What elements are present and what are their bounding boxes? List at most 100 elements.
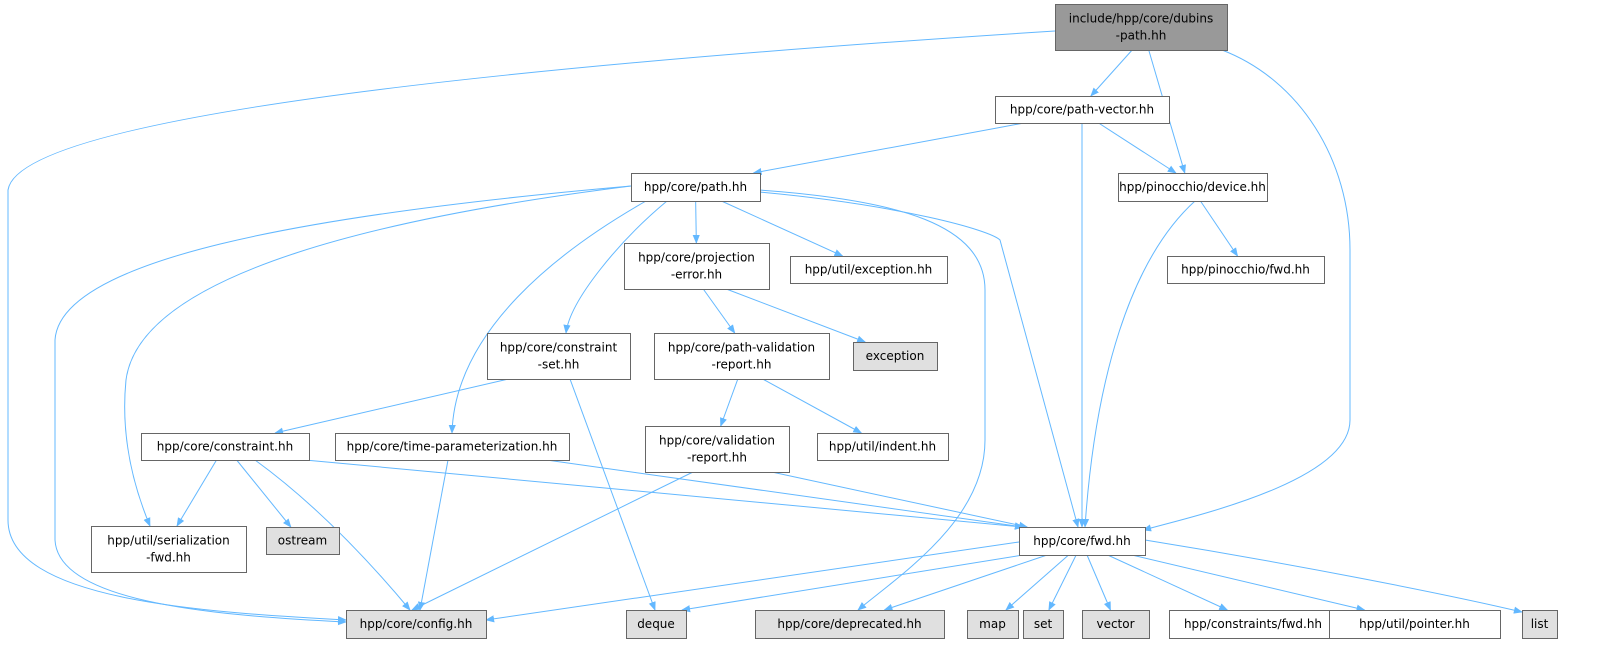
edge-constraint-to-fwd	[304, 459, 1024, 530]
edge-path-to-projection	[692, 200, 700, 244]
node-label: hpp/core/projection	[638, 251, 755, 265]
edge-path-validation-to-validation-report	[720, 378, 739, 427]
node-path[interactable]: hpp/core/path.hh	[631, 173, 761, 202]
edge-fwd-to-config	[485, 541, 1020, 623]
node-box	[626, 610, 687, 639]
edge-fwd-to-vector	[1086, 554, 1111, 611]
edge-constraint-to-serialization	[176, 459, 217, 527]
edge-validation-report-to-config	[411, 471, 694, 611]
node-box	[335, 433, 570, 461]
node-box	[853, 342, 938, 371]
node-box	[995, 96, 1170, 124]
node-label: include/hpp/core/dubins	[1069, 12, 1213, 26]
node-label: hpp/core/fwd.hh	[1033, 534, 1130, 548]
node-box	[1019, 527, 1146, 556]
node-constraint[interactable]: hpp/core/constraint.hh	[141, 433, 310, 461]
node-box	[91, 526, 247, 573]
node-box	[645, 426, 790, 473]
node-list: list	[1522, 610, 1558, 639]
node-box	[1169, 610, 1338, 639]
edge-projection-to-path-validation	[702, 288, 736, 334]
node-path-validation[interactable]: hpp/core/path-validation-report.hh	[654, 333, 830, 380]
node-constraint-set[interactable]: hpp/core/constraint -set.hh	[487, 333, 631, 380]
edge-fwd-to-constraints-fwd	[1107, 554, 1229, 611]
node-label: exception	[866, 349, 925, 363]
node-path-vector[interactable]: hpp/core/path-vector.hh	[995, 96, 1170, 124]
node-label: -error.hh	[671, 268, 722, 282]
node-box	[1082, 610, 1150, 639]
edge-root-to-fwd	[1142, 49, 1351, 532]
edge-validation-report-to-fwd	[771, 471, 1029, 529]
node-validation-report[interactable]: hpp/core/validation-report.hh	[645, 426, 790, 473]
node-config: hpp/core/config.hh	[346, 610, 487, 639]
node-fwd[interactable]: hpp/core/fwd.hh	[1019, 527, 1146, 556]
edge-path-to-config	[54, 185, 632, 626]
node-label: hpp/core/path-validation	[668, 341, 815, 355]
edge-path-validation-to-indent	[762, 378, 863, 434]
edge-time-param-to-config	[417, 459, 449, 611]
node-exception: exception	[853, 342, 938, 371]
edges-layer	[7, 30, 1523, 626]
node-box	[1055, 4, 1228, 51]
node-label: hpp/core/path.hh	[644, 180, 747, 194]
edge-path-to-fwd	[758, 191, 1080, 528]
node-box	[790, 256, 948, 284]
node-label: hpp/core/path-vector.hh	[1010, 103, 1154, 117]
node-indent[interactable]: hpp/util/indent.hh	[817, 433, 949, 461]
edge-root-to-path-vector	[1090, 49, 1133, 97]
node-label: deque	[637, 617, 675, 631]
edge-device-to-fwd	[1081, 200, 1196, 528]
node-box	[1329, 610, 1501, 639]
node-label: set	[1034, 617, 1053, 631]
node-time-param[interactable]: hpp/core/time-parameterization.hh	[335, 433, 570, 461]
node-label: ostream	[278, 534, 327, 548]
node-box	[1023, 610, 1064, 639]
node-box	[654, 333, 830, 380]
node-box	[967, 610, 1019, 639]
edge-path-vector-to-path	[752, 122, 1025, 176]
node-device[interactable]: hpp/pinocchio/device.hh	[1118, 173, 1268, 202]
node-label: hpp/core/time-parameterization.hh	[347, 440, 558, 454]
node-set: set	[1023, 610, 1064, 639]
node-label: list	[1531, 617, 1549, 631]
edge-path-to-constraint-set	[563, 200, 668, 334]
node-box	[1522, 610, 1558, 639]
edge-root-to-config	[7, 30, 1056, 624]
node-box	[755, 610, 945, 639]
edge-fwd-to-pointer	[1131, 554, 1366, 612]
edge-fwd-to-deque	[681, 554, 1024, 613]
node-box	[624, 243, 770, 290]
node-label: -path.hh	[1116, 29, 1167, 43]
node-deprecated: hpp/core/deprecated.hh	[755, 610, 945, 639]
node-label: hpp/util/serialization	[107, 534, 229, 548]
edge-path-to-util-exception	[721, 200, 844, 257]
node-pinocchio-fwd[interactable]: hpp/pinocchio/fwd.hh	[1167, 256, 1325, 284]
node-label: hpp/core/constraint.hh	[157, 440, 293, 454]
node-box	[631, 173, 761, 202]
node-label: hpp/util/pointer.hh	[1359, 617, 1470, 631]
node-label: hpp/util/exception.hh	[805, 263, 933, 277]
node-constraints-fwd[interactable]: hpp/constraints/fwd.hh	[1169, 610, 1338, 639]
node-vector: vector	[1082, 610, 1150, 639]
edge-constraint-set-to-deque	[569, 378, 656, 611]
node-label: hpp/core/config.hh	[360, 617, 473, 631]
node-label: -set.hh	[538, 358, 580, 372]
node-projection[interactable]: hpp/core/projection -error.hh	[624, 243, 770, 290]
edge-path-to-deprecated	[758, 189, 986, 611]
node-box	[1118, 173, 1268, 202]
node-deque: deque	[626, 610, 687, 639]
node-util-exception[interactable]: hpp/util/exception.hh	[790, 256, 948, 284]
node-pointer[interactable]: hpp/util/pointer.hh	[1329, 610, 1501, 639]
node-root: include/hpp/core/dubins -path.hh	[1055, 4, 1228, 51]
node-label: hpp/util/indent.hh	[829, 440, 936, 454]
edge-constraint-to-ostream	[236, 459, 292, 528]
node-label: hpp/constraints/fwd.hh	[1184, 617, 1322, 631]
nodes-layer: include/hpp/core/dubins -path.hh hpp/core/…	[91, 4, 1558, 639]
node-label: hpp/core/validation	[659, 434, 775, 448]
node-label: hpp/core/constraint	[500, 341, 618, 355]
node-serialization[interactable]: hpp/util/serialization-fwd.hh	[91, 526, 247, 573]
edge-time-param-to-fwd	[546, 459, 1024, 530]
node-box	[346, 610, 487, 639]
edge-fwd-to-set	[1048, 554, 1077, 611]
node-label: hpp/pinocchio/fwd.hh	[1181, 263, 1310, 277]
